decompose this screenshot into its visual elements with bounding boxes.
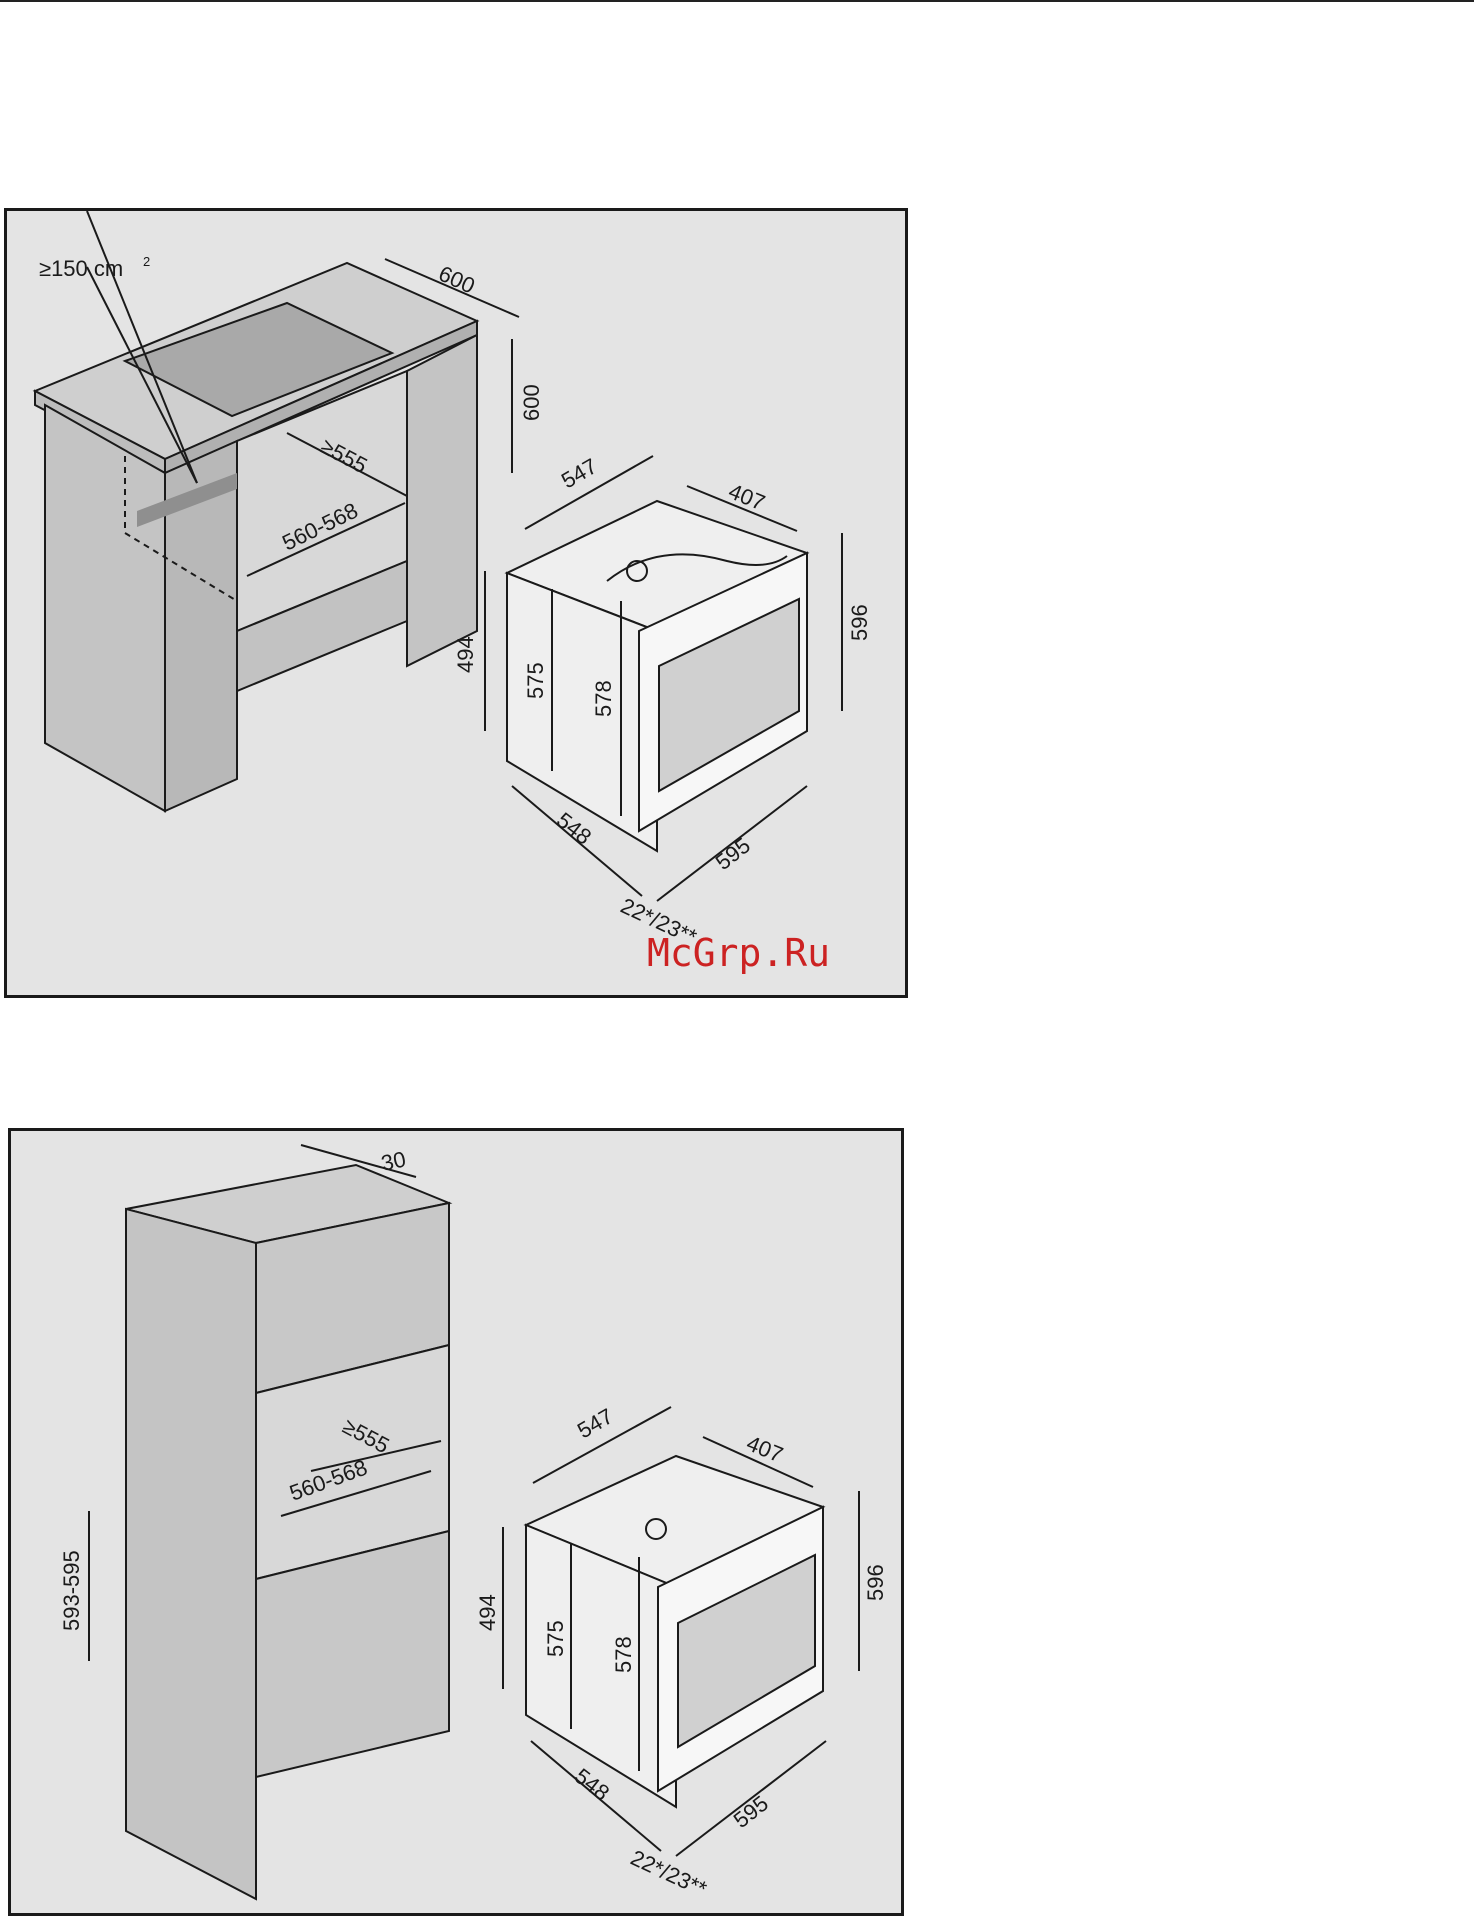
under-counter-drawing: ≥150 cm 2 600 600 ≥555 560-568 547 407 4… — [7, 211, 911, 1001]
oven-bottom-depth-label: 548 — [570, 1763, 614, 1805]
tall-cabinet-side — [126, 1209, 256, 1899]
oven-inner-578-label: 578 — [611, 1636, 636, 1673]
oven-front-height-label: 596 — [847, 604, 872, 641]
oven-side-height-label: 494 — [453, 636, 478, 673]
oven-bottom-depth-label: 548 — [552, 807, 596, 849]
watermark: McGrp.Ru — [647, 931, 830, 975]
oven-top-depth-label: 547 — [573, 1403, 617, 1443]
front-offset-label: 22*/23** — [627, 1845, 711, 1902]
page-top-rule — [0, 0, 1474, 2]
oven-side-height-label: 494 — [475, 1594, 500, 1631]
counter-height-label: 600 — [519, 384, 544, 421]
oven-front-width-label: 595 — [711, 833, 755, 875]
vent-area-label: ≥150 cm — [39, 256, 123, 281]
oven-top-depth-label: 547 — [557, 453, 601, 493]
niche-height-label: 593-595 — [59, 1550, 84, 1631]
oven-front-height-label: 596 — [863, 1564, 888, 1601]
vent-area-superscript: 2 — [143, 254, 150, 269]
tall-unit-drawing: 30 ≥555 560-568 593-595 547 407 494 575 … — [11, 1131, 907, 1919]
oven-top-width-label: 407 — [743, 1430, 786, 1467]
oven-inner-578-label: 578 — [591, 680, 616, 717]
top-offset-label: 30 — [379, 1146, 408, 1176]
oven-top-width-label: 407 — [725, 478, 768, 515]
oven-inner-575-label: 575 — [543, 1620, 568, 1657]
left-cabinet — [45, 405, 165, 811]
oven-inner-575-label: 575 — [523, 662, 548, 699]
oven-front-width-label: 595 — [729, 1791, 773, 1833]
tall-unit-installation-diagram: 30 ≥555 560-568 593-595 547 407 494 575 … — [8, 1128, 904, 1916]
under-counter-installation-diagram: ≥150 cm 2 600 600 ≥555 560-568 547 407 4… — [4, 208, 908, 998]
right-cabinet — [407, 335, 477, 666]
counter-depth-label: 600 — [435, 261, 479, 299]
